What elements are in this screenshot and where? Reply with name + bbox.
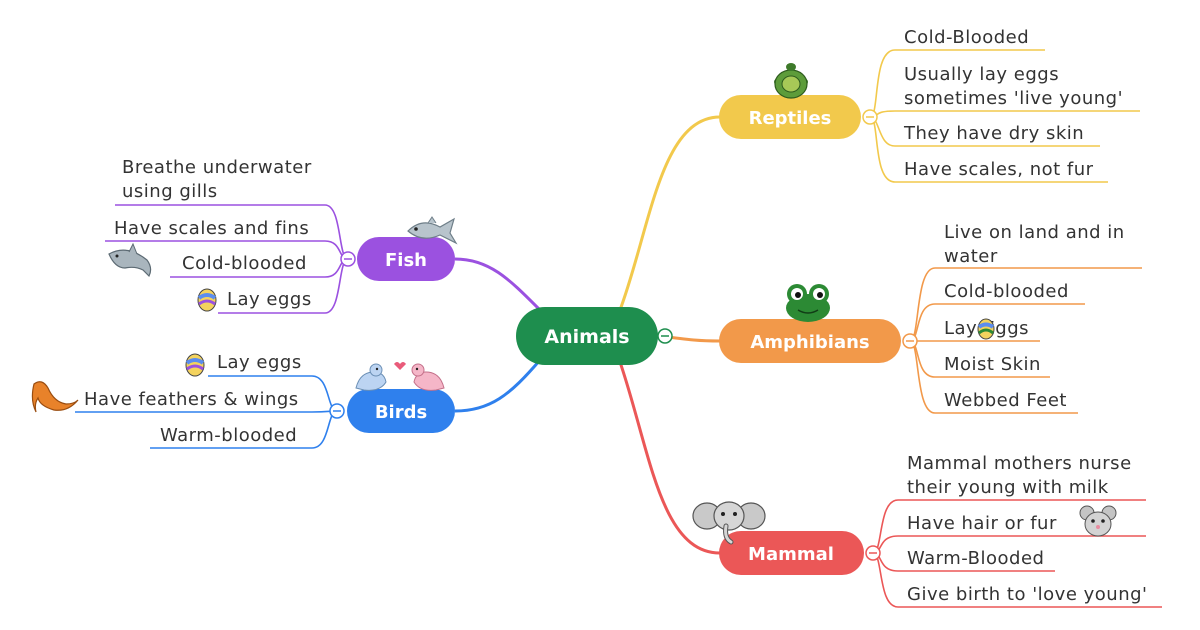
- birds-node[interactable]: Birds: [347, 389, 455, 433]
- leaf-item[interactable]: Have feathers & wings: [84, 389, 299, 410]
- root-label: Animals: [544, 326, 629, 348]
- reptiles-node[interactable]: Reptiles: [719, 95, 861, 139]
- fish-items: Breathe underwater using gills Have scal…: [114, 157, 318, 310]
- leaf-item[interactable]: Have scales and fins: [114, 218, 309, 239]
- leaf-item[interactable]: Lay eggs: [227, 289, 312, 310]
- leaf-item[interactable]: Have scales, not fur: [904, 159, 1094, 180]
- connector-birds: [454, 359, 542, 413]
- amphibians-label: Amphibians: [750, 332, 869, 353]
- elephant-icon: [692, 501, 766, 545]
- connector-mammal: [618, 361, 721, 555]
- leaf-item[interactable]: Live on land and in water: [944, 222, 1131, 267]
- reptiles-label: Reptiles: [749, 108, 832, 129]
- amphibians-items: Live on land and in water Cold-blooded L…: [944, 222, 1131, 411]
- leaf-item[interactable]: Cold-Blooded: [904, 27, 1029, 48]
- mouse-icon: [1079, 505, 1117, 537]
- turtle-icon: [774, 63, 808, 99]
- leaf-item[interactable]: Have hair or fur: [907, 513, 1057, 534]
- connector-reptiles: [618, 115, 721, 311]
- reptiles-items: Cold-Blooded Usually lay eggs sometimes …: [903, 27, 1123, 180]
- dolphin-icon: [108, 242, 152, 278]
- leaf-item[interactable]: Warm-blooded: [160, 425, 297, 446]
- mammal-items: Mammal mothers nurse their young with mi…: [907, 453, 1147, 605]
- mammal-collapse-toggle[interactable]: [865, 545, 881, 561]
- leaf-item[interactable]: Cold-blooded: [182, 253, 307, 274]
- egg-icon: [185, 353, 205, 377]
- root-collapse-toggle[interactable]: [657, 328, 673, 344]
- connector-fish: [454, 257, 542, 312]
- leaf-item[interactable]: Mammal mothers nurse their young with mi…: [907, 453, 1138, 498]
- root-node[interactable]: Animals: [516, 307, 658, 365]
- birds-label: Birds: [375, 402, 427, 423]
- egg-icon: [977, 318, 995, 340]
- fish-node[interactable]: Fish: [357, 237, 455, 281]
- fish-collapse-toggle[interactable]: [340, 251, 356, 267]
- birds-collapse-toggle[interactable]: [329, 403, 345, 419]
- birds-icon: [355, 362, 445, 391]
- reptiles-collapse-toggle[interactable]: [862, 109, 878, 125]
- mammal-node[interactable]: Mammal: [719, 531, 864, 575]
- amphibians-collapse-toggle[interactable]: [902, 333, 918, 349]
- leaf-item[interactable]: Moist Skin: [944, 354, 1041, 375]
- leaf-item[interactable]: Usually lay eggs sometimes 'live young': [904, 64, 1123, 109]
- leaf-item[interactable]: Webbed Feet: [944, 390, 1067, 411]
- egg-icon: [197, 288, 217, 312]
- frog-icon: [786, 284, 830, 322]
- leaf-item[interactable]: Breathe underwater using gills: [122, 157, 318, 202]
- birds-items: Lay eggs Have feathers & wings Warm-bloo…: [84, 352, 302, 446]
- fish-label: Fish: [385, 250, 427, 271]
- leaf-item[interactable]: Lay eggs: [217, 352, 302, 373]
- feather-icon: [31, 381, 79, 413]
- leaf-item[interactable]: Warm-Blooded: [907, 548, 1044, 569]
- fish-icon: [407, 216, 458, 245]
- leaf-item[interactable]: They have dry skin: [903, 123, 1084, 144]
- leaf-item[interactable]: Cold-blooded: [944, 281, 1069, 302]
- leaf-item[interactable]: Give birth to 'love young': [907, 584, 1147, 605]
- amphibians-node[interactable]: Amphibians: [719, 319, 901, 363]
- mammal-label: Mammal: [748, 544, 834, 565]
